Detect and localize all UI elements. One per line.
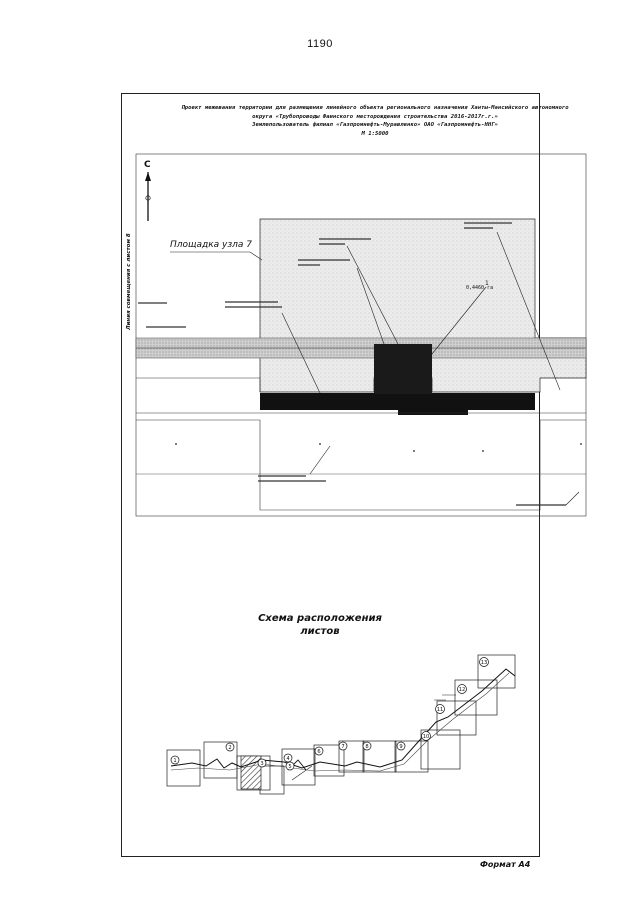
- drawing-frame: [121, 93, 540, 857]
- sheet-badge-7: 7: [338, 741, 348, 751]
- sheet-badge-text: 1: [173, 758, 176, 764]
- title-line-2: округа «Трубопроводы Фаинского месторожд…: [252, 113, 498, 120]
- page-number: 1190: [307, 38, 333, 50]
- sheet-scheme: [166, 654, 516, 795]
- node-block: [374, 344, 432, 394]
- sheet-badge-text: 11: [437, 707, 444, 713]
- sheet-badge-5: 5: [285, 761, 295, 771]
- sheet-badge-text: 5: [288, 764, 291, 770]
- marker-number: 1: [485, 280, 489, 287]
- title-line-4: М 1:5000: [361, 130, 389, 137]
- scheme-title-line-1: Схема расположения: [258, 613, 382, 624]
- sheet-badge-11: 11: [435, 704, 445, 714]
- parcel-label-strokes: [138, 222, 566, 506]
- route-line: [170, 668, 516, 769]
- sheet-badge-10: 10: [421, 731, 431, 741]
- sheet-badge-text: 12: [459, 687, 466, 693]
- sheet-badge-text: 2: [228, 745, 231, 751]
- sheet-number-badges: 1 2 3 4 5 6 7 8 9 10 11 12 13: [170, 657, 489, 771]
- site-label: Площадка узла 7: [170, 240, 253, 250]
- sheet-badge-6: 6: [314, 746, 324, 756]
- title-line-1: Проект межевания территории для размещен…: [181, 105, 569, 111]
- sheet-badge-1: 1: [170, 755, 180, 765]
- sheet-badge-2: 2: [225, 742, 235, 752]
- scheme-title-line-2: листов: [300, 626, 340, 637]
- sheet-badge-9: 9: [396, 741, 406, 751]
- sheet-badge-text: 9: [399, 744, 402, 750]
- sheet-join-label: Линия совмещения с листом 8: [126, 233, 132, 330]
- title-block: Проект межевания территории для размещен…: [130, 104, 620, 138]
- sheet-badge-3: 3: [257, 758, 267, 768]
- format-label: Формат А4: [480, 860, 531, 869]
- map-area: [135, 153, 587, 517]
- sheet-badge-12: 12: [457, 684, 467, 694]
- sheet-badge-text: 8: [365, 744, 368, 750]
- sheet-badge-text: 6: [317, 749, 320, 755]
- sheet-badge-4: 4: [283, 753, 293, 763]
- title-line-3: Землепользователь филиал «Газпромнефть-М…: [252, 122, 498, 128]
- sheet-badge-8: 8: [362, 741, 372, 751]
- sheet-badge-text: 3: [260, 761, 263, 767]
- sheet-badge-text: 7: [341, 744, 344, 750]
- north-arrow-icon: [145, 172, 151, 221]
- marker-area: 0,4460 га: [466, 285, 494, 291]
- sheet-badge-text: 4: [286, 756, 290, 762]
- sheet-badge-text: 13: [481, 660, 488, 666]
- pipeline-band: [260, 393, 535, 410]
- sheet-badge-13: 13: [479, 657, 489, 667]
- north-letter: С: [144, 160, 151, 170]
- sheet-badge-text: 10: [423, 734, 430, 740]
- scheme-title: Схема расположения листов: [0, 612, 640, 638]
